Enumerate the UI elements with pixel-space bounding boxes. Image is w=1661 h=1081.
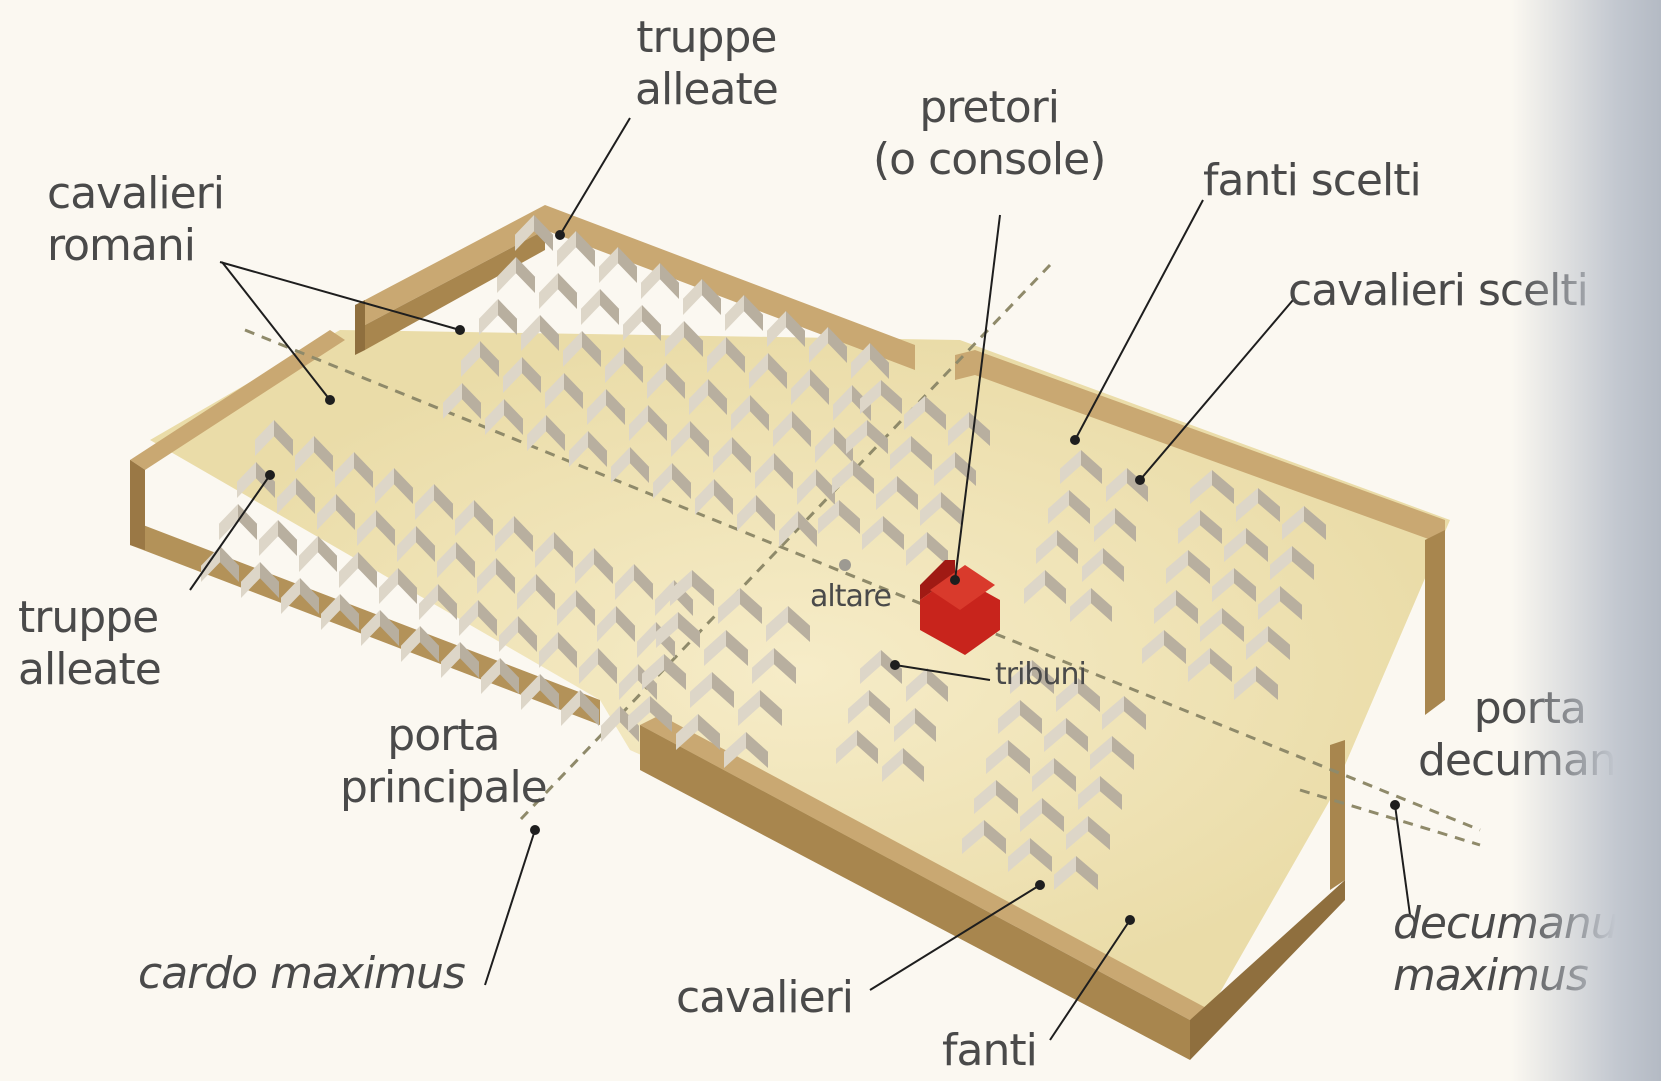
label-line: altare: [810, 580, 891, 614]
label-line: principale: [340, 762, 547, 814]
label-line: alleate: [635, 64, 778, 116]
label-tribuni: tribuni: [995, 658, 1086, 692]
label-line: truppe: [18, 592, 161, 644]
leader-dot: [951, 576, 959, 584]
label-porta-principale: porta principale: [340, 710, 547, 814]
leader-line: [485, 830, 535, 985]
leader-dot: [1126, 916, 1134, 924]
label-truppe-alleate-top: truppe alleate: [635, 12, 778, 116]
leader-dot: [1136, 476, 1144, 484]
label-truppe-alleate-left: truppe alleate: [18, 592, 161, 696]
leader-dot: [531, 826, 539, 834]
leader-dot: [556, 231, 564, 239]
label-line: alleate: [18, 644, 161, 696]
leader-dot: [326, 396, 334, 404]
label-line: truppe: [635, 12, 778, 64]
label-pretori: pretori (o console): [873, 82, 1105, 186]
leader-line: [560, 118, 630, 235]
tent: [259, 520, 297, 556]
leader-dot: [1071, 436, 1079, 444]
altar-marker: [839, 559, 851, 571]
label-altare: altare: [810, 580, 891, 614]
leader-dot: [266, 471, 274, 479]
leader-line: [1075, 200, 1203, 440]
leader-dot: [456, 326, 464, 334]
tent: [581, 289, 619, 325]
label-fanti: fanti: [942, 1025, 1037, 1077]
label-line: fanti scelti: [1203, 155, 1421, 207]
label-line: porta: [340, 710, 547, 762]
tent: [539, 273, 577, 309]
label-line: cardo maximus: [138, 948, 465, 1000]
label-cardo-maximus: cardo maximus: [138, 948, 465, 1000]
label-cavalieri: cavalieri: [676, 972, 853, 1024]
label-line: fanti: [942, 1025, 1037, 1077]
label-line: pretori: [873, 82, 1105, 134]
leader-dot: [1036, 881, 1044, 889]
leader-dot: [1391, 801, 1399, 809]
label-fanti-scelti: fanti scelti: [1203, 155, 1421, 207]
label-line: tribuni: [995, 658, 1086, 692]
label-line: cavalieri: [47, 168, 224, 220]
label-line: cavalieri: [676, 972, 853, 1024]
label-line: (o console): [873, 134, 1105, 186]
label-cavalieri-romani: cavalieri romani: [47, 168, 224, 272]
label-line: romani: [47, 220, 224, 272]
leader-dot: [891, 661, 899, 669]
tent: [479, 299, 517, 335]
page-edge-shadow: [1511, 0, 1661, 1081]
